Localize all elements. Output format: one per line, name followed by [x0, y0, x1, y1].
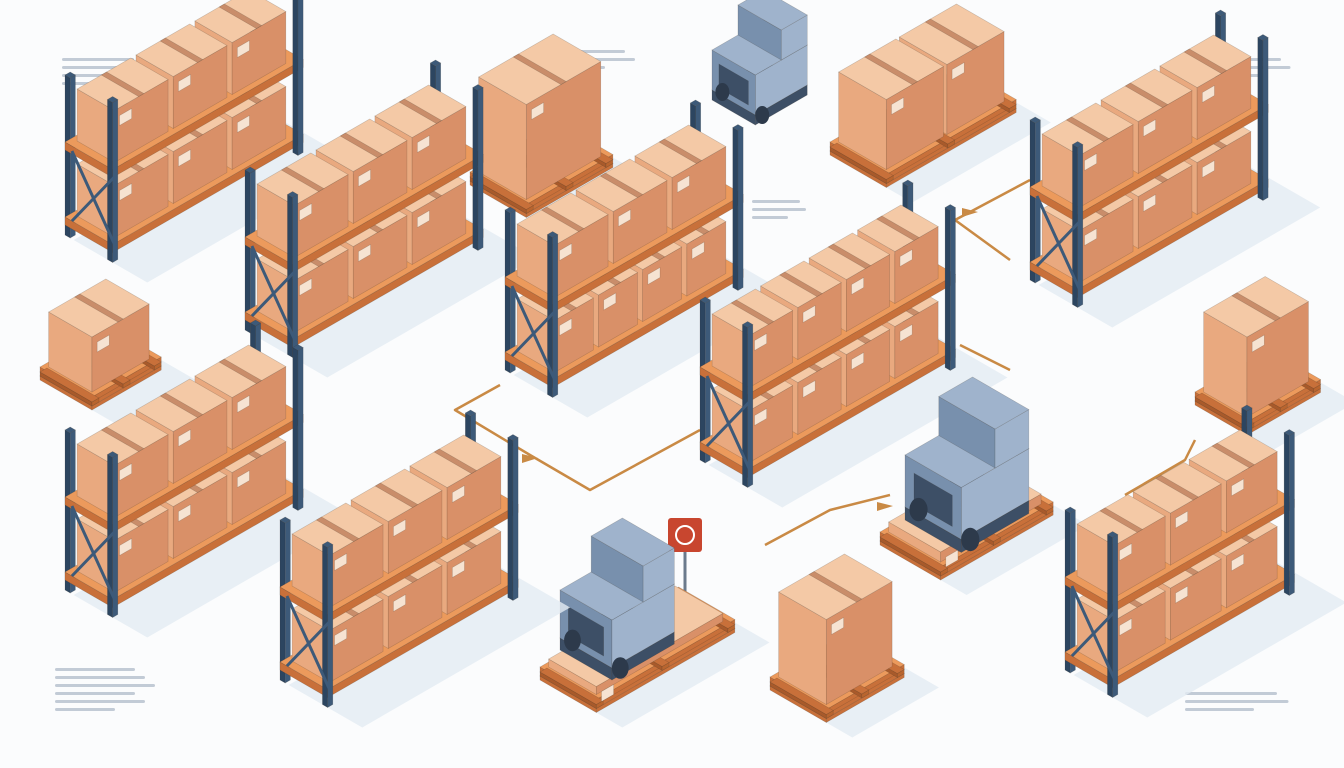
cardboard-box-icon: [711, 288, 794, 389]
cardboard-box-icon: [76, 57, 169, 164]
rack-brace: [250, 269, 297, 318]
route-arrow-icon: [962, 208, 978, 217]
pallet-with-boxes: [1194, 276, 1344, 450]
rack-brace: [70, 174, 117, 223]
rack-brace: [285, 619, 332, 668]
caption-line: [752, 216, 788, 219]
route-path: [764, 493, 891, 547]
cardboard-box-icon: [1076, 494, 1166, 599]
shadow: [253, 215, 536, 378]
storage-rack-icon: [244, 59, 536, 378]
rack-brace: [1070, 609, 1117, 658]
truck-icon: [711, 0, 808, 126]
rack-brace: [705, 399, 752, 448]
cardboard-box-icon: [76, 412, 169, 519]
shadow: [708, 335, 1008, 508]
cardboard-box-icon: [409, 434, 502, 541]
caption-text-block: [55, 668, 155, 711]
route-path: [453, 383, 701, 492]
shadow: [288, 565, 571, 728]
rack-brace: [70, 529, 117, 578]
shadow: [73, 120, 356, 283]
sign-board: [668, 518, 702, 552]
cardboard-box-icon: [1203, 276, 1310, 418]
caption-line: [55, 684, 155, 687]
cardboard-box-icon: [256, 152, 349, 259]
storage-rack-icon: [64, 319, 356, 638]
caption-line: [55, 692, 135, 695]
caption-line: [55, 676, 145, 679]
route-path: [1124, 439, 1197, 497]
pallet-with-boxes: [469, 33, 648, 233]
route-arrow-icon: [877, 502, 893, 511]
route-path: [953, 178, 1031, 262]
caption-line: [55, 700, 145, 703]
storage-rack-icon: [64, 0, 356, 283]
wheel: [909, 497, 928, 522]
cardboard-box-icon: [374, 84, 467, 191]
caption-text-block: [752, 200, 806, 219]
cardboard-box-icon: [291, 502, 384, 609]
forklift-icon: [904, 376, 1030, 554]
cardboard-box-icon: [778, 553, 893, 706]
cardboard-box-icon: [478, 33, 602, 201]
caption-line: [1185, 708, 1254, 711]
cardboard-box-icon: [516, 192, 609, 299]
cardboard-box-icon: [1041, 102, 1134, 209]
shadow: [1038, 165, 1321, 328]
wheel: [961, 527, 980, 552]
route-path: [959, 343, 1011, 372]
pallet-with-boxes: [769, 553, 939, 738]
caption-line: [1185, 692, 1277, 695]
route-arrow-icon: [522, 454, 538, 463]
wheel: [755, 106, 770, 124]
truck-icon: [559, 517, 675, 681]
shadow: [73, 475, 356, 638]
caption-line: [55, 668, 135, 671]
caption-text-block: [1185, 692, 1289, 711]
caption-line: [62, 58, 134, 61]
pallet-with-boxes: [39, 278, 196, 425]
caption-line: [752, 208, 806, 211]
shadow: [513, 255, 796, 418]
cardboard-box-icon: [838, 38, 945, 171]
caption-line: [55, 708, 115, 711]
caption-line: [752, 200, 800, 203]
storage-rack-icon: [699, 179, 1008, 508]
caption-line: [1185, 700, 1289, 703]
cardboard-box-icon: [48, 278, 150, 393]
wheel: [715, 83, 730, 101]
storage-rack-icon: [1064, 404, 1344, 718]
storage-rack-icon: [504, 99, 796, 418]
storage-rack-icon: [1029, 9, 1321, 328]
storage-rack-icon: [279, 409, 571, 728]
rack-brace: [1035, 219, 1082, 268]
shadow: [1073, 560, 1344, 718]
wheel: [564, 629, 581, 652]
wheel: [611, 657, 629, 679]
rack-brace: [510, 309, 557, 358]
pallet-with-boxes: [829, 3, 1051, 203]
